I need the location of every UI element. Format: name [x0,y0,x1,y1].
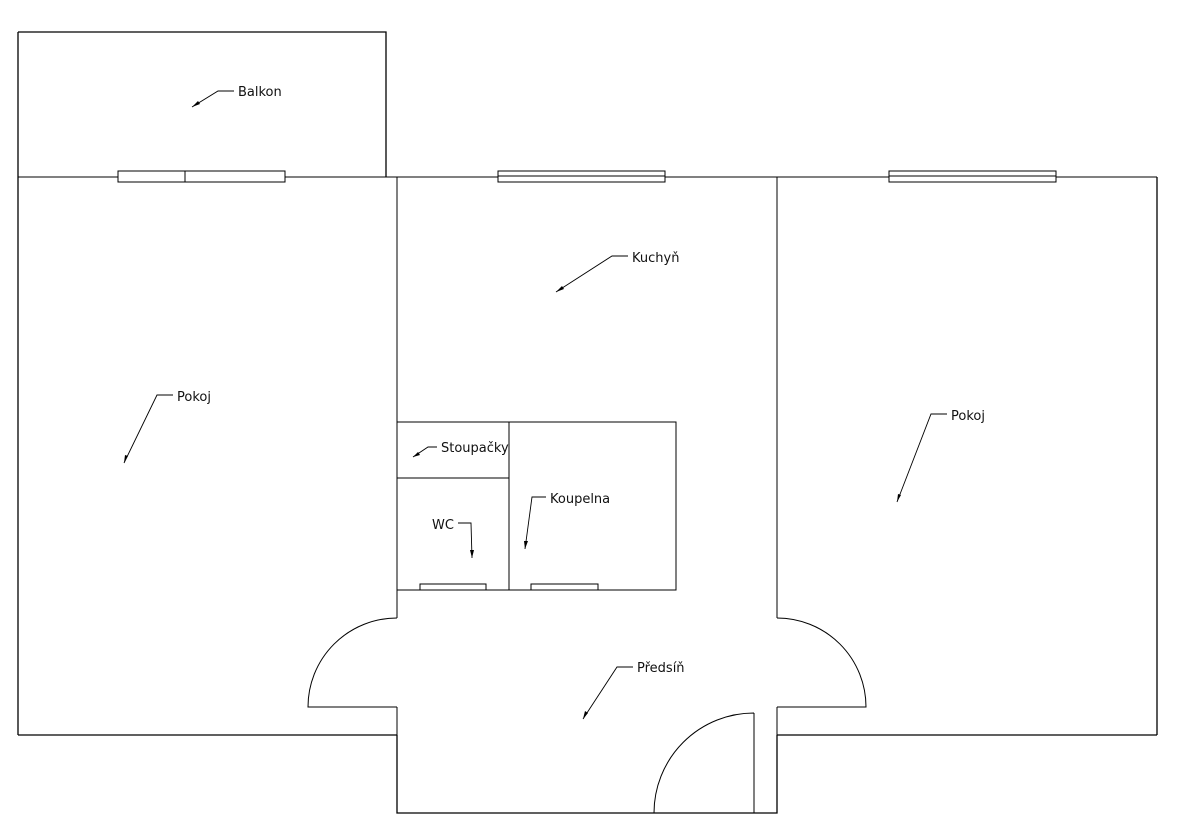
window-wc [419,583,487,591]
room-labels: Balkon Kuchyň Pokoj Pokoj Stoupačky WC K… [177,85,985,676]
label-stoupacky: Stoupačky [441,441,509,456]
windows [117,170,1057,591]
window-bathroom [530,583,599,591]
label-koupelna: Koupelna [550,492,610,507]
label-balkon: Balkon [238,85,282,100]
label-kuchyn: Kuchyň [632,251,679,266]
interior-walls [396,177,778,735]
door-entrance [653,712,755,814]
leaders [123,90,947,720]
label-wc: WC [432,518,454,533]
label-pokoj-left: Pokoj [177,390,211,405]
door-right-room [776,617,867,708]
door-left-room [307,617,398,708]
window-balcony-left [117,170,186,183]
window-balcony-right [184,170,286,183]
label-predsin: Předsíň [637,661,685,676]
label-pokoj-right: Pokoj [951,409,985,424]
doors [307,617,867,814]
